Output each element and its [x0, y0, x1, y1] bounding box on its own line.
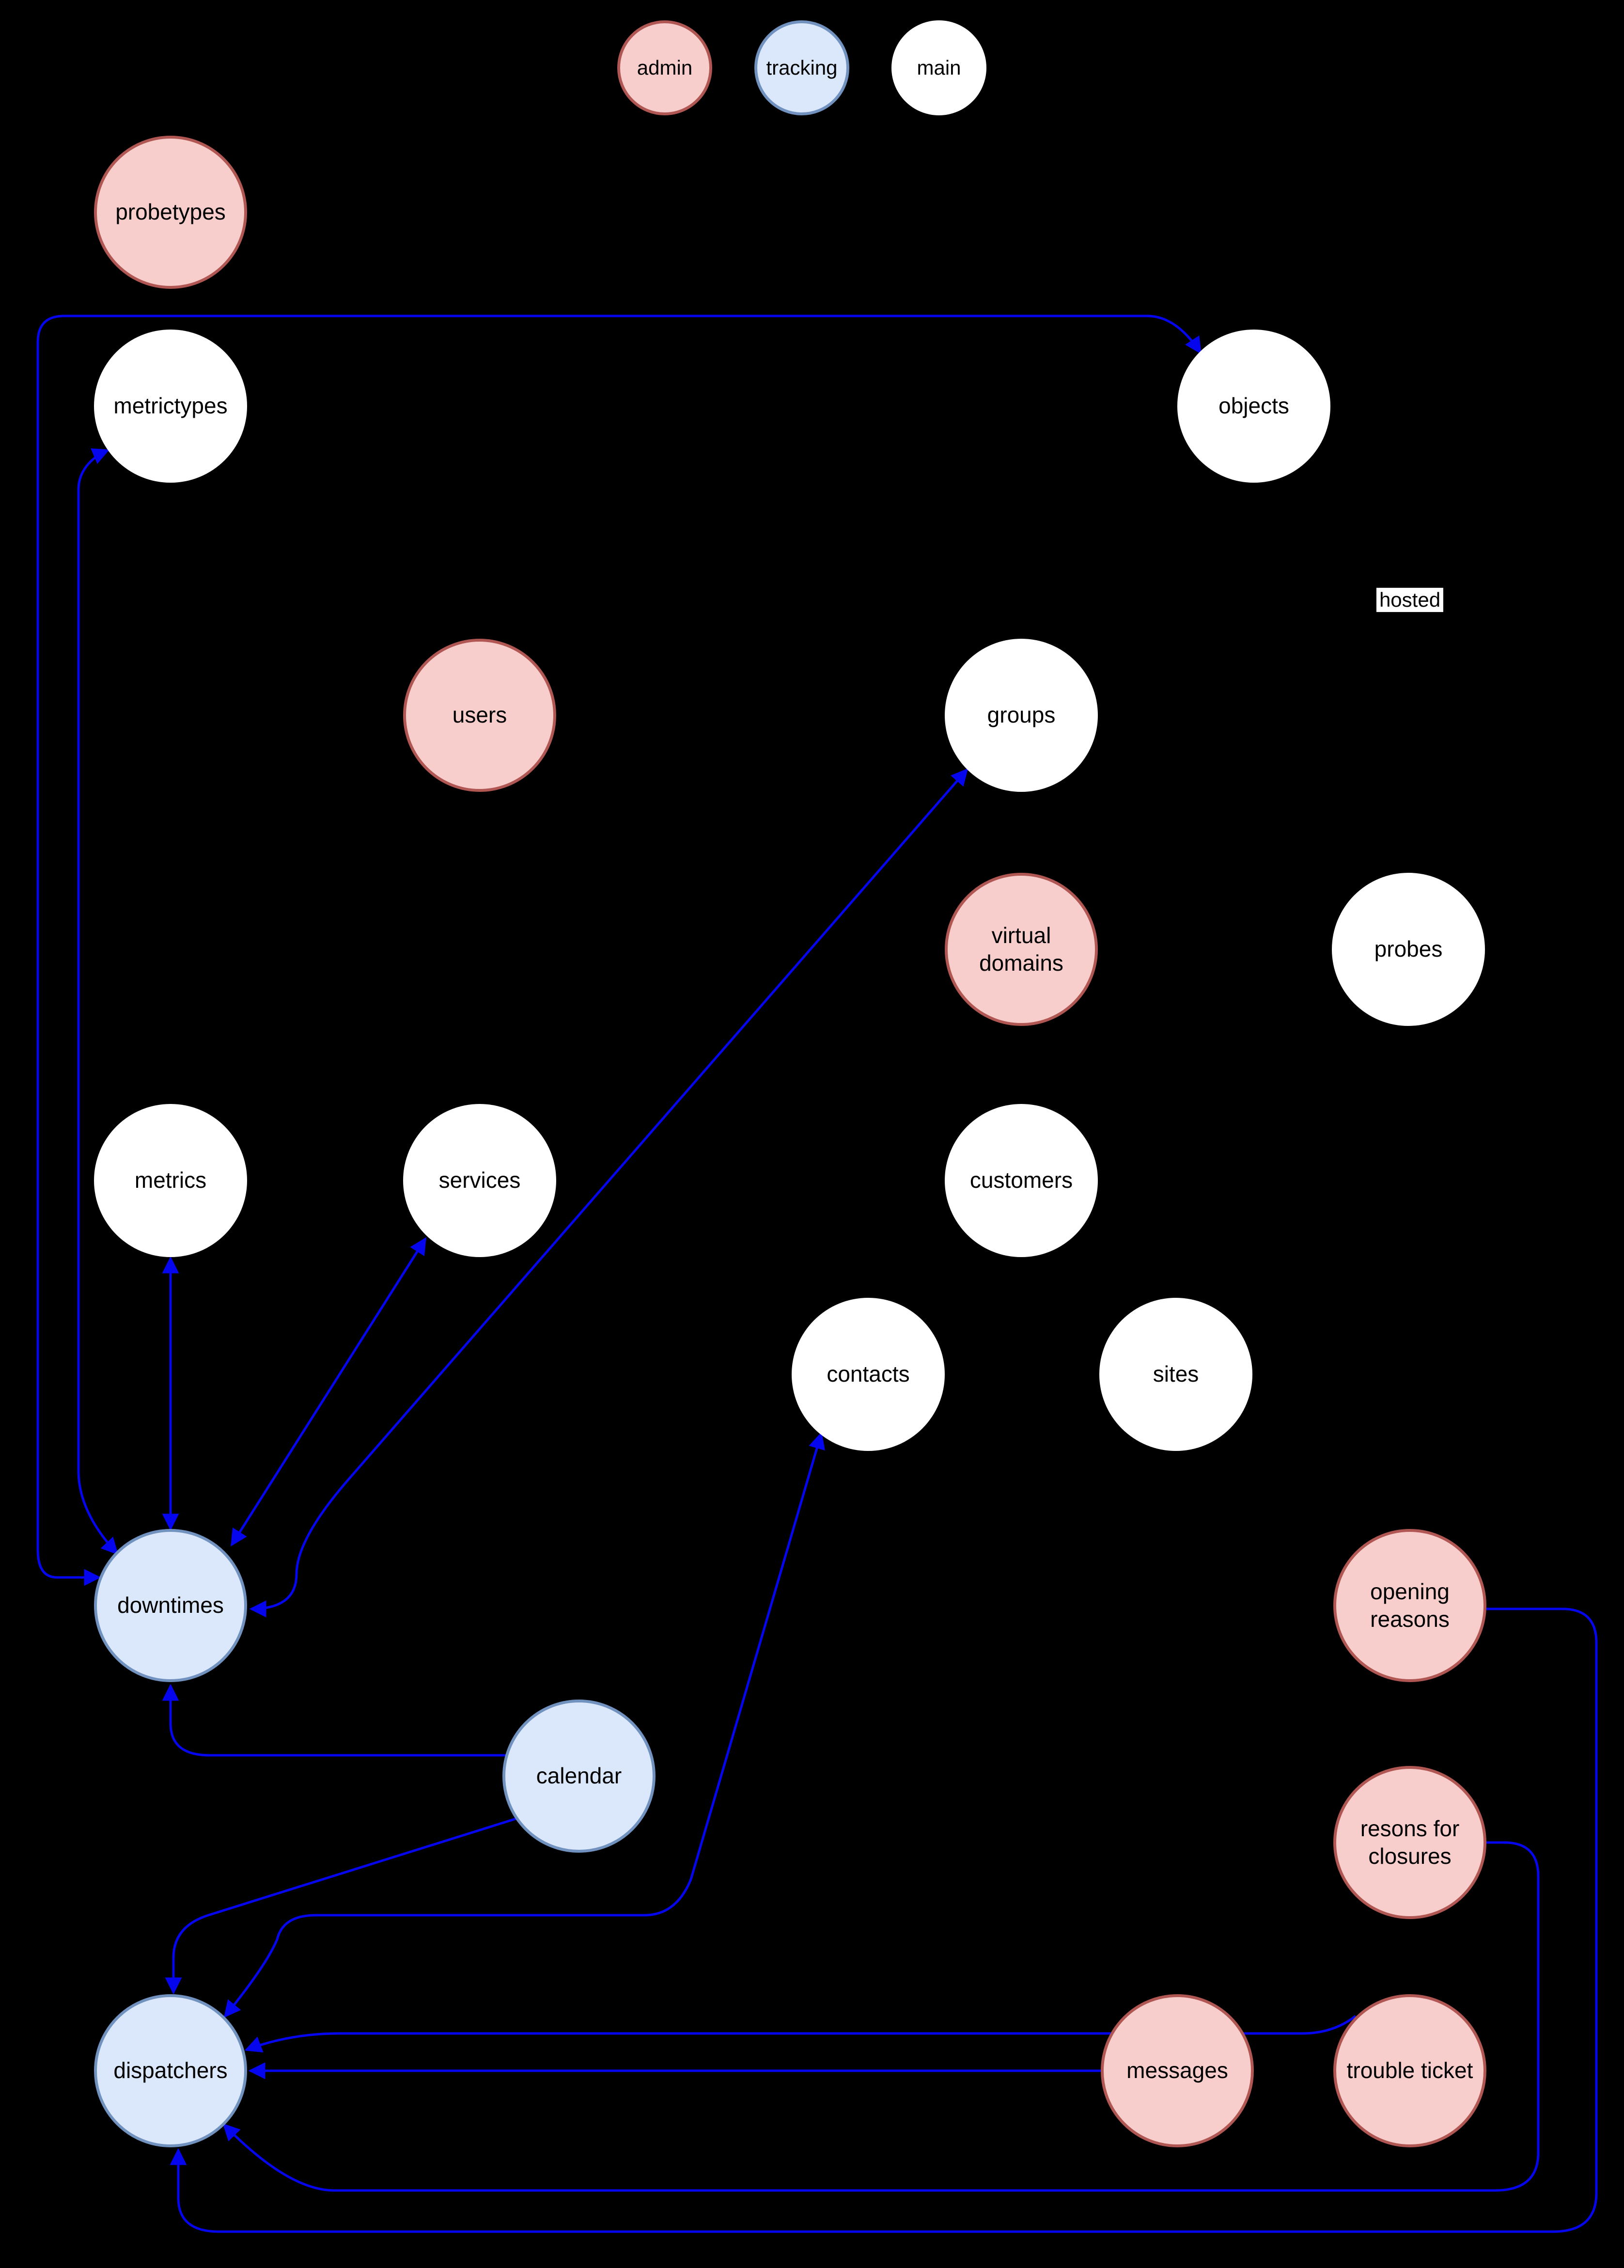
node-customers: customers	[945, 1104, 1098, 1257]
node-label-probes: probes	[1374, 936, 1443, 962]
node-label-calendar: calendar	[536, 1763, 622, 1789]
node-messages: messages	[1101, 1994, 1254, 2147]
node-resons-for-closures: resons for closures	[1333, 1766, 1486, 1919]
node-probetypes: probetypes	[94, 136, 247, 289]
node-label-main: main	[917, 56, 961, 79]
edge-trouble-ticket-dispatchers	[244, 2015, 1357, 2053]
legend-node-main: main	[891, 20, 986, 115]
node-label-metrictypes: metrictypes	[113, 393, 228, 419]
edge-calendar-downtimes	[162, 1684, 505, 1757]
node-label-tracking: tracking	[766, 56, 838, 79]
node-label-admin: admin	[637, 56, 693, 79]
node-services: services	[403, 1104, 556, 1257]
node-label-users: users	[452, 702, 507, 728]
node-label-customers: customers	[969, 1167, 1073, 1193]
edge-resons-for-closures-dispatchers	[222, 1841, 1540, 2192]
node-label-objects: objects	[1218, 393, 1289, 419]
node-objects: objects	[1177, 330, 1330, 483]
edge-label-hosted: hosted	[1376, 587, 1444, 613]
node-metrictypes: metrictypes	[94, 330, 247, 483]
node-calendar: calendar	[502, 1700, 656, 1853]
edge-calendar-dispatchers	[165, 1817, 518, 1995]
edge-downtimes-services	[230, 1237, 427, 1546]
node-users: users	[403, 639, 556, 792]
node-label-services: services	[438, 1167, 521, 1193]
node-label-groups: groups	[987, 702, 1056, 728]
edge-downtimes-objects	[36, 315, 1202, 1586]
node-label-virtual-domains: virtual domains	[979, 922, 1063, 976]
node-label-messages: messages	[1126, 2058, 1228, 2083]
legend-node-tracking: tracking	[754, 20, 849, 115]
edge-opening-reasons-dispatchers	[170, 1607, 1598, 2233]
node-label-resons-for-closures: resons for closures	[1360, 1815, 1460, 1869]
node-label-trouble-ticket: trouble ticket	[1346, 2058, 1473, 2083]
node-label-metrics: metrics	[134, 1167, 207, 1193]
node-probes: probes	[1332, 873, 1485, 1026]
node-groups: groups	[945, 639, 1098, 792]
edge-dispatchers-contacts	[223, 1432, 825, 2018]
node-label-sites: sites	[1153, 1361, 1199, 1387]
node-label-dispatchers: dispatchers	[113, 2058, 228, 2083]
node-label-probetypes: probetypes	[115, 199, 226, 225]
edge-downtimes-metrictypes	[77, 448, 119, 1555]
legend-node-admin: admin	[617, 20, 712, 115]
node-dispatchers: dispatchers	[94, 1994, 247, 2147]
node-label-opening-reasons: opening reasons	[1370, 1578, 1450, 1632]
node-label-downtimes: downtimes	[117, 1592, 224, 1618]
node-contacts: contacts	[792, 1298, 945, 1451]
node-trouble-ticket: trouble ticket	[1333, 1994, 1486, 2147]
edge-downtimes-groups	[249, 768, 968, 1618]
node-sites: sites	[1099, 1298, 1252, 1451]
node-opening-reasons: opening reasons	[1333, 1529, 1486, 1682]
node-virtual-domains: virtual domains	[945, 873, 1098, 1026]
node-label-contacts: contacts	[827, 1361, 910, 1387]
node-metrics: metrics	[94, 1104, 247, 1257]
node-downtimes: downtimes	[94, 1529, 247, 1682]
